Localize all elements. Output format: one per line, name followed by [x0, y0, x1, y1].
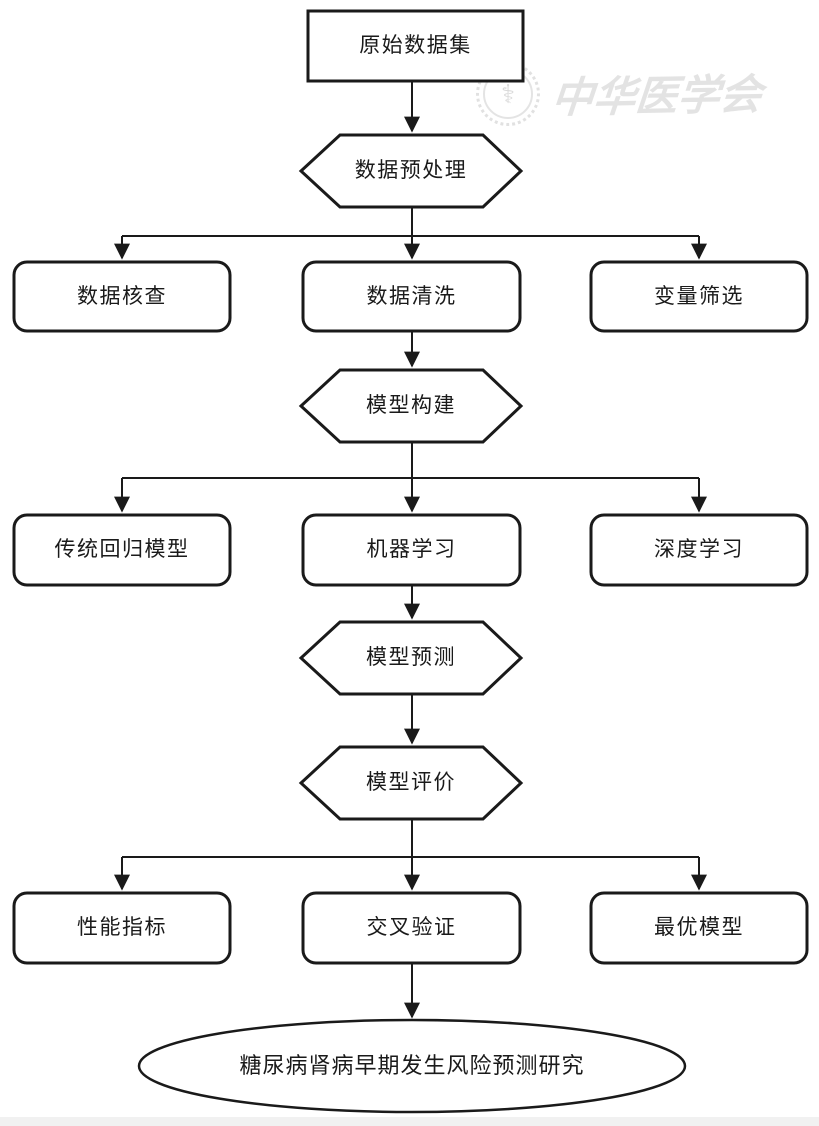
node-shapes [12, 9, 809, 1114]
page-edge-strip [0, 1117, 819, 1126]
connectors [114, 81, 707, 1019]
shape-modeleval-hexagon [298, 745, 524, 821]
shape-datacheck-box [12, 260, 232, 333]
shape-deeplearning-box [589, 513, 809, 587]
shape-crossvalid-box [301, 891, 522, 965]
shape-tradregression-box [12, 513, 232, 587]
shape-perfmetrics-box [12, 891, 232, 965]
shape-bestmodel-box [589, 891, 809, 965]
shape-modelpredict-hexagon [298, 620, 524, 696]
shape-modelbuild-hexagon [298, 368, 524, 444]
shape-start-rect [306, 9, 525, 83]
shape-machinelearning-box [301, 513, 522, 587]
branch-modelbuild-rail [122, 442, 699, 479]
shape-preprocess-hexagon [298, 133, 524, 209]
shape-varselect-box [589, 260, 809, 333]
shape-end-ellipse [137, 1018, 687, 1114]
branch-preprocess-rail [122, 207, 699, 237]
branch-modeleval-rail [122, 819, 699, 858]
shape-dataclean-box [301, 260, 522, 333]
